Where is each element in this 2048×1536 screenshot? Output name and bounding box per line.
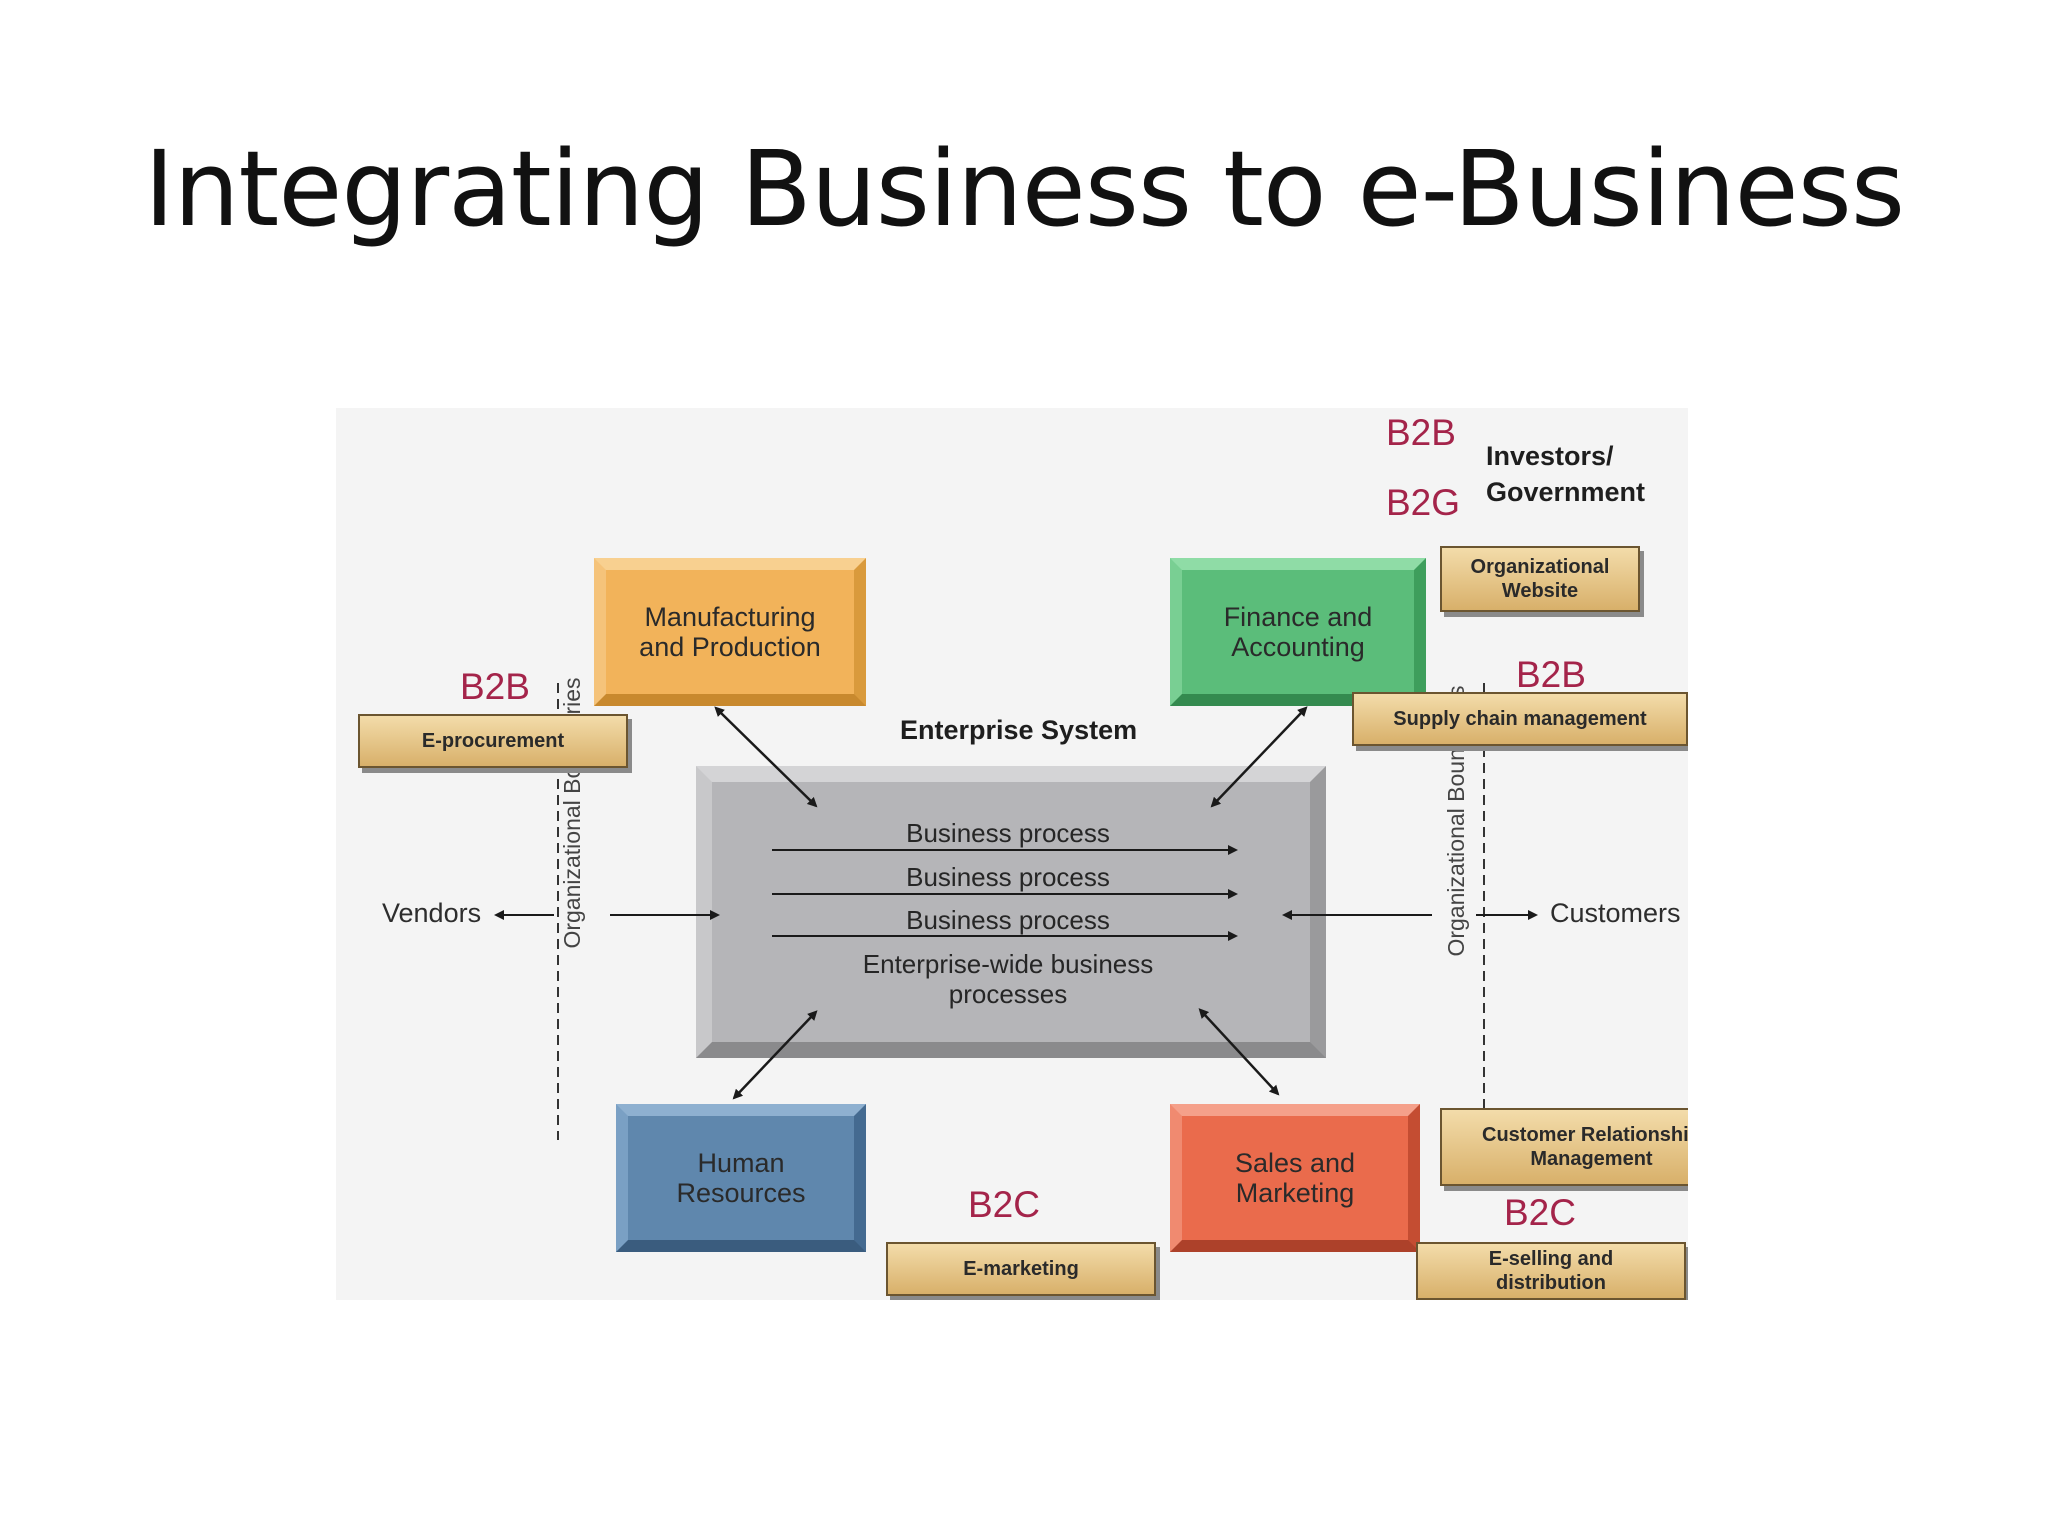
enterprise-wide-label: Enterprise-wide business processes <box>862 949 1154 1009</box>
e-procurement-tag: E-procurement <box>358 714 628 768</box>
enterprise-system-label: Enterprise System <box>900 715 1138 745</box>
investors-government-label: Investors/ Government <box>1486 441 1646 507</box>
customer-relationship-management-tag: Customer Relationship Management <box>1440 1108 1688 1186</box>
connector-arrows <box>494 683 1538 1140</box>
b2g-label: B2G <box>1386 482 1461 523</box>
b2b-right-label: B2B <box>1516 654 1586 695</box>
diagram-figure: Manufacturing and Production Finance and… <box>336 408 1688 1300</box>
enterprise-system-box <box>696 766 1326 1058</box>
business-process-3: Business process <box>906 905 1110 935</box>
manufacturing-production-box: Manufacturing and Production <box>594 558 866 706</box>
b2b-top-label: B2B <box>1386 412 1456 453</box>
slide-title: Integrating Business to e-Business <box>143 128 1905 250</box>
organizational-website-tag: Organizational Website <box>1440 546 1640 612</box>
customers-label: Customers <box>1550 898 1681 928</box>
b2c-bottom-label: B2C <box>968 1184 1040 1225</box>
finance-accounting-box: Finance and Accounting <box>1170 558 1426 706</box>
human-resources-box: Human Resources <box>616 1104 866 1252</box>
sales-marketing-box: Sales and Marketing <box>1170 1104 1420 1252</box>
b2b-left-label: B2B <box>460 666 530 707</box>
e-selling-distribution-tag: E-selling and distribution <box>1416 1242 1686 1300</box>
supply-chain-management-tag: Supply chain management <box>1352 692 1688 746</box>
business-process-2: Business process <box>906 862 1110 892</box>
e-marketing-tag: E-marketing <box>886 1242 1156 1296</box>
business-process-1: Business process <box>906 818 1110 848</box>
vendors-label: Vendors <box>382 898 482 928</box>
b2c-right-label: B2C <box>1504 1192 1576 1233</box>
